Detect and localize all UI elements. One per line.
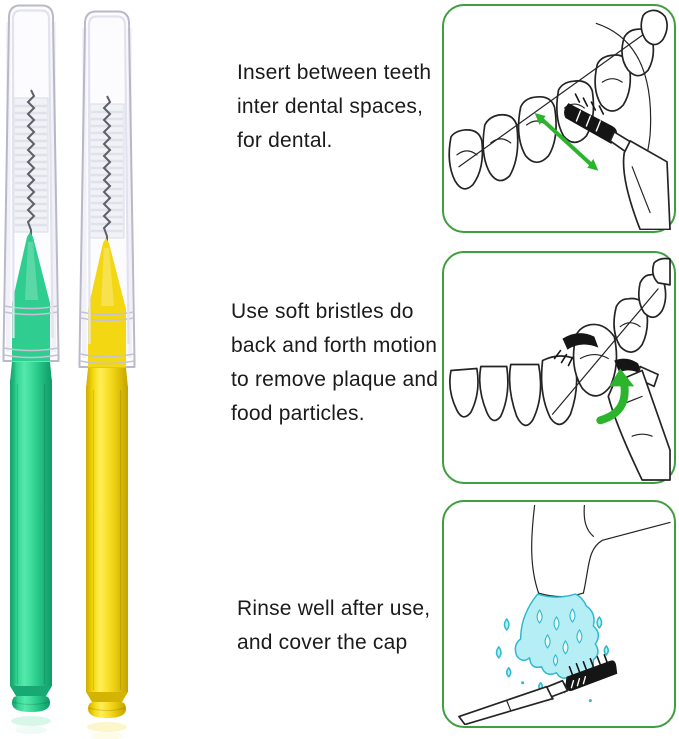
curved-arrow <box>596 368 635 425</box>
green-handle <box>10 362 52 712</box>
green-interdental-brush <box>2 4 60 734</box>
step-2-illustration-panel <box>442 251 676 484</box>
step-2-text: Use soft bristles do back and forth moti… <box>231 295 438 431</box>
brush-handle <box>607 369 671 481</box>
brush-handle <box>622 140 671 230</box>
brush-bristles <box>89 95 125 244</box>
step-3-text: Rinse well after use, and cover the cap <box>237 592 430 660</box>
illustration-back-and-forth-motion <box>449 257 671 481</box>
interdental-brush <box>458 654 618 725</box>
twisted-wire <box>102 95 112 244</box>
brush-bristles <box>13 89 49 238</box>
twisted-wire <box>26 89 36 238</box>
brush-head-left <box>562 333 599 350</box>
step-2-line: food particles. <box>231 402 365 425</box>
step-2-line: to remove plaque and <box>231 368 439 391</box>
step-3-line: Rinse well after use, <box>237 597 431 620</box>
yellow-handle <box>86 368 128 718</box>
yellow-interdental-brush <box>78 10 136 739</box>
brush-handle <box>458 685 554 725</box>
illustration-rinse-under-faucet <box>458 504 671 725</box>
step-3-illustration-panel <box>442 500 676 728</box>
faucet <box>531 504 671 598</box>
illustration-insert-between-teeth <box>448 9 671 230</box>
product-brushes-image <box>2 4 136 739</box>
step-1-line: for dental. <box>237 129 333 152</box>
step-1-line: Insert between teeth <box>237 61 432 84</box>
green-tip-cone <box>12 232 50 361</box>
end-cap <box>88 701 126 718</box>
double-arrow <box>534 113 599 171</box>
step-2-line: Use soft bristles do <box>231 300 414 323</box>
step-1-illustration-panel <box>442 4 676 233</box>
end-cap <box>12 695 50 712</box>
brush-head <box>564 103 618 144</box>
step-1-line: inter dental spaces, <box>237 95 424 118</box>
step-2-line: back and forth motion <box>231 334 438 357</box>
yellow-tip-cone <box>88 238 126 367</box>
step-3-line: and cover the cap <box>237 631 408 654</box>
step-1-text: Insert between teeth inter dental spaces… <box>237 56 431 158</box>
interdental-brush-tip <box>564 93 671 230</box>
